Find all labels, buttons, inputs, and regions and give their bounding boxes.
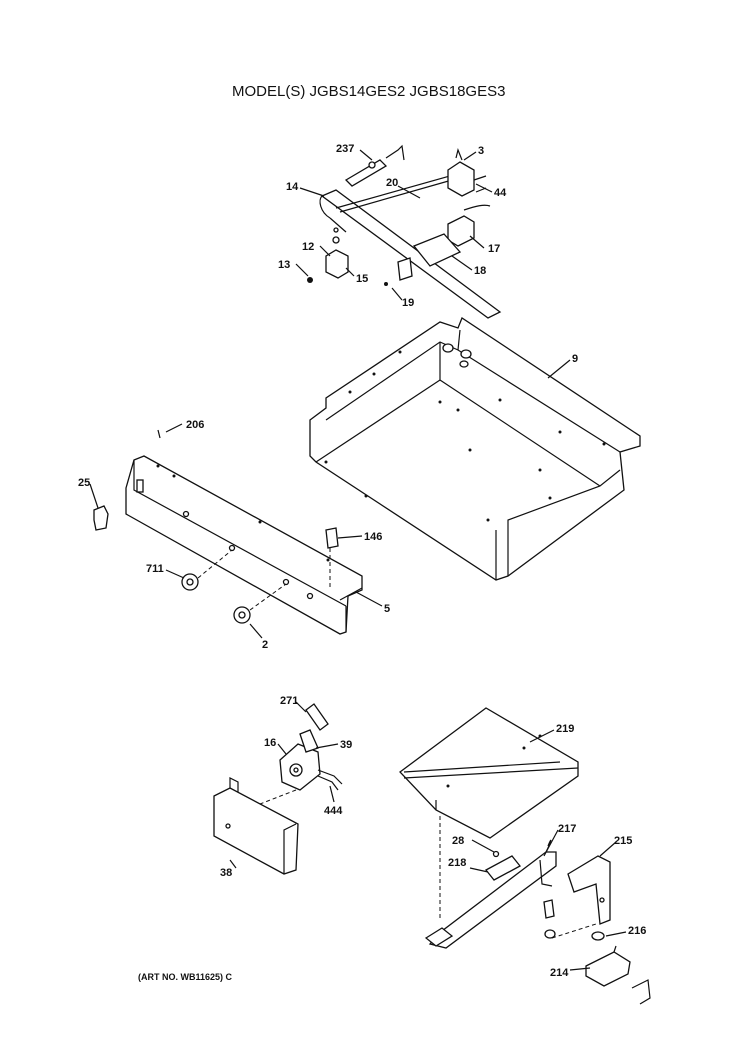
valve-17	[447, 215, 475, 247]
label-15: 15	[356, 273, 368, 285]
leader-lines	[89, 149, 627, 971]
orifice-218	[485, 855, 521, 881]
burner-box-outline	[309, 317, 641, 581]
label-206: 206	[186, 419, 204, 431]
label-28: 28	[452, 835, 464, 847]
label-25: 25	[78, 477, 90, 489]
label-16: 16	[264, 737, 276, 749]
bake-burner-assembly	[399, 707, 651, 1005]
bracket-214	[585, 951, 631, 987]
bracket-3	[447, 161, 475, 197]
label-711: 711	[146, 563, 164, 575]
label-44: 44	[494, 187, 507, 199]
burner-valve-15	[325, 249, 349, 279]
pipe-fitting-237	[344, 159, 388, 187]
burner-box	[309, 317, 641, 581]
label-18: 18	[474, 265, 486, 277]
label-5: 5	[384, 603, 390, 615]
label-271: 271	[280, 695, 298, 707]
front-manifold-panel	[93, 429, 363, 635]
diagram-title: MODEL(S) JGBS14GES2 JGBS18GES3	[232, 83, 505, 100]
manifold-pipe	[320, 189, 502, 319]
art-number: (ART NO. WB11625) C	[138, 972, 233, 982]
label-3: 3	[478, 145, 484, 157]
label-444: 444	[324, 805, 343, 817]
bracket-18	[412, 233, 462, 267]
label-20: 20	[386, 177, 398, 189]
label-219: 219	[556, 723, 574, 735]
washer-216	[591, 931, 605, 941]
label-218: 218	[448, 857, 466, 869]
bracket-215	[567, 855, 611, 925]
label-237: 237	[336, 143, 354, 155]
manifold-assembly	[307, 144, 502, 319]
label-17: 17	[488, 243, 500, 255]
label-2: 2	[262, 639, 268, 651]
clip-146	[325, 527, 339, 549]
label-217: 217	[558, 823, 576, 835]
cover-38	[213, 787, 299, 875]
label-9: 9	[572, 353, 578, 365]
label-19: 19	[402, 297, 414, 309]
clip-25	[93, 505, 109, 531]
label-38: 38	[220, 867, 232, 879]
label-215: 215	[614, 835, 632, 847]
label-146: 146	[364, 531, 382, 543]
label-12: 12	[302, 241, 314, 253]
label-14: 14	[286, 181, 299, 193]
label-39: 39	[340, 739, 352, 751]
front-panel-outline	[125, 455, 363, 635]
label-214: 214	[550, 967, 569, 979]
label-13: 13	[278, 259, 290, 271]
regulator-assembly	[213, 703, 343, 875]
part-labels: 237 3 14 20 44 12 17 13 15 18 19 9 206 2…	[78, 143, 646, 979]
pipe-271	[305, 703, 329, 731]
label-216: 216	[628, 925, 646, 937]
